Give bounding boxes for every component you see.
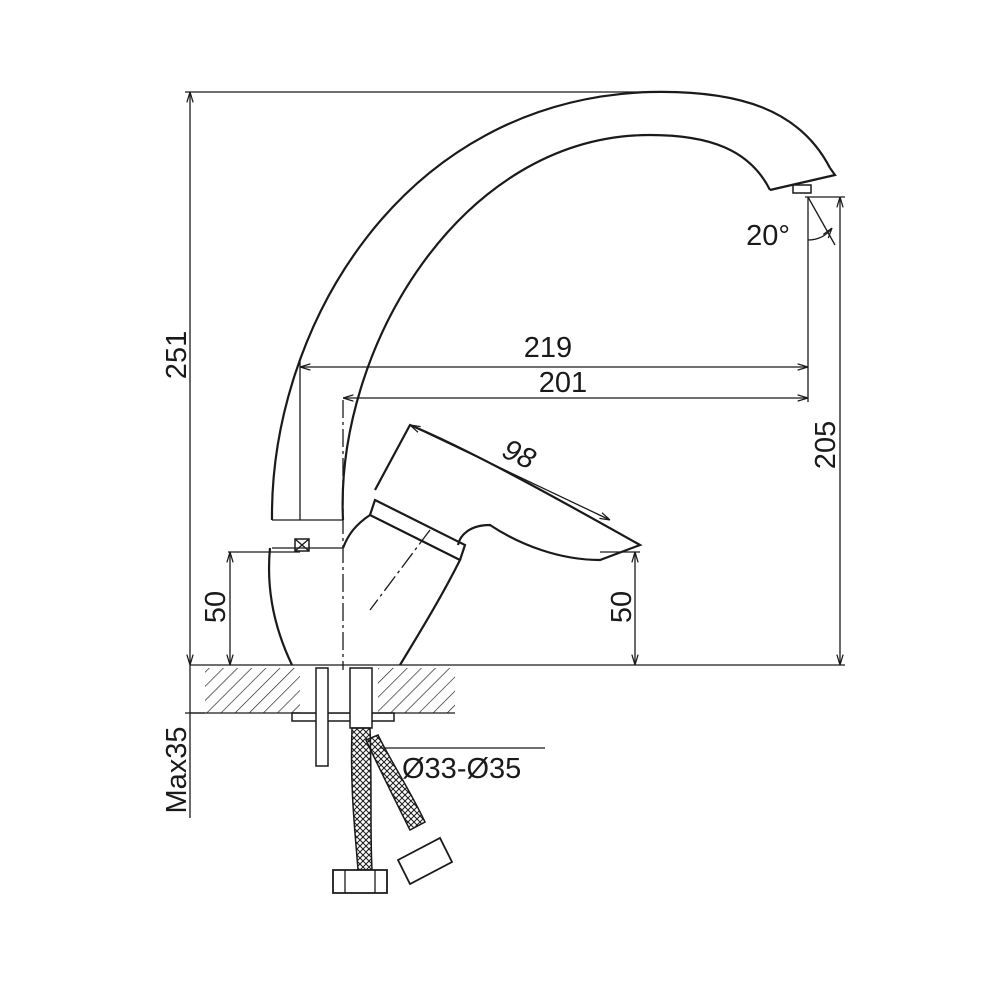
- mounting-hardware: [291, 667, 454, 894]
- faucet-body: [267, 400, 643, 670]
- supply-hose-hot: [364, 734, 426, 832]
- hose-nut-icon: [396, 836, 454, 886]
- dimension-lines: [185, 91, 845, 818]
- dim-spout-angle: 20°: [746, 220, 790, 252]
- dim-reach-inner: 201: [539, 367, 587, 399]
- faucet-spout: [270, 90, 837, 552]
- dim-reach-outer: 219: [524, 332, 572, 364]
- set-screw-icon: [294, 538, 310, 552]
- supply-hose-cold: [350, 727, 373, 871]
- dim-body-height: 50: [200, 591, 232, 623]
- dim-lever-height: 50: [606, 591, 638, 623]
- dim-total-height: 251: [161, 331, 193, 379]
- dim-outlet-height: 205: [810, 421, 842, 469]
- countertop: [190, 664, 845, 714]
- dim-hole-diameter: Ø33-Ø35: [402, 753, 521, 785]
- dim-max-counter-thickness: Max35: [161, 726, 193, 813]
- hose-nut-icon: [332, 869, 388, 894]
